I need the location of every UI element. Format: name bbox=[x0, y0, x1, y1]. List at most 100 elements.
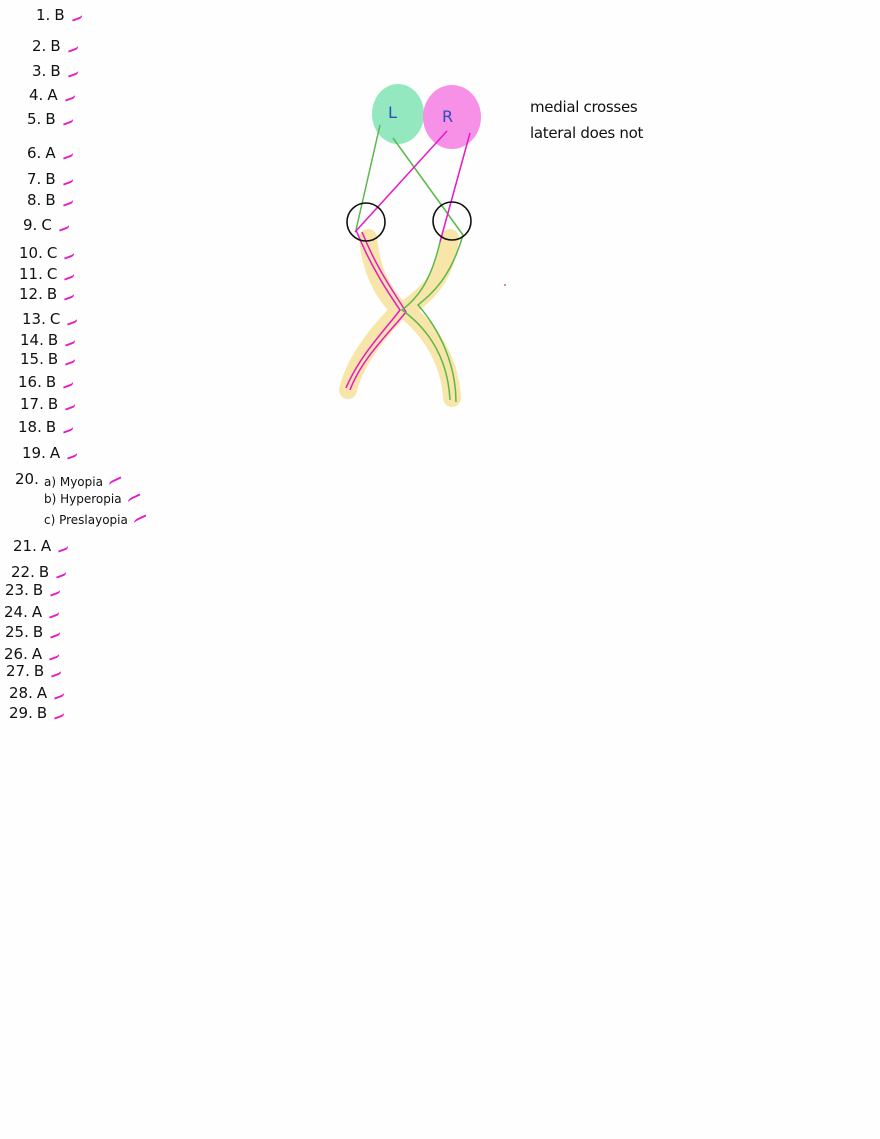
question-number: 17. bbox=[20, 395, 44, 413]
answer-letter: A bbox=[31, 645, 43, 663]
answer-item: 29.B bbox=[9, 704, 66, 722]
question-number: 10. bbox=[19, 244, 43, 262]
answer-letter: B bbox=[33, 662, 45, 680]
subanswer-text: a) Myopia bbox=[44, 475, 103, 489]
answer-letter: A bbox=[40, 537, 52, 555]
answer-item: 9.C bbox=[23, 216, 70, 234]
answer-item: 11.C bbox=[19, 265, 76, 283]
q20-subanswer: b) Hyperopia bbox=[44, 492, 143, 507]
right-eye-blob bbox=[423, 85, 481, 149]
question-number: 23. bbox=[5, 581, 29, 599]
question-number: 26. bbox=[4, 645, 28, 663]
question-number: 15. bbox=[20, 350, 44, 368]
subanswer-text: b) Hyperopia bbox=[44, 492, 122, 506]
visual-fibers bbox=[345, 124, 471, 403]
answer-item: 27.B bbox=[6, 662, 63, 680]
optic-nerve-band bbox=[339, 229, 461, 407]
q20-subanswer: a) Myopia bbox=[44, 475, 124, 490]
left-eye-label: L bbox=[388, 103, 397, 122]
question-number: 2. bbox=[32, 37, 47, 55]
answer-item: 1.B bbox=[36, 6, 83, 24]
answer-letter: B bbox=[32, 581, 44, 599]
answer-item: 26.A bbox=[4, 645, 61, 663]
answer-item: 20. bbox=[15, 472, 43, 487]
answer-item: 6.A bbox=[27, 144, 74, 162]
question-number: 7. bbox=[27, 170, 42, 188]
question-number: 14. bbox=[20, 331, 44, 349]
answer-item: 2.B bbox=[32, 37, 79, 55]
answer-letter: B bbox=[50, 37, 61, 55]
answer-item: 4.A bbox=[29, 86, 76, 104]
answer-letter: A bbox=[31, 603, 43, 621]
answer-item: 3.B bbox=[32, 62, 79, 80]
answer-letter: B bbox=[45, 418, 57, 436]
answer-item: 13.C bbox=[22, 310, 79, 328]
question-number: 12. bbox=[19, 285, 43, 303]
answer-letter: A bbox=[45, 144, 56, 162]
question-number: 9. bbox=[23, 216, 38, 234]
answer-item: 17.B bbox=[20, 395, 77, 413]
q20-subanswer: c) Preslayopia bbox=[44, 513, 149, 528]
left-optic-circle bbox=[346, 202, 386, 242]
answer-item: 15.B bbox=[20, 350, 77, 368]
question-number: 5. bbox=[27, 110, 42, 128]
left-eye-blob bbox=[372, 84, 424, 144]
answer-item: 8.B bbox=[27, 191, 74, 209]
question-number: 27. bbox=[6, 662, 30, 680]
answer-item: 23.B bbox=[5, 581, 62, 599]
answer-letter: B bbox=[47, 395, 59, 413]
answer-letter: C bbox=[49, 310, 61, 328]
question-number: 18. bbox=[18, 418, 42, 436]
question-number: 8. bbox=[27, 191, 42, 209]
answer-letter: A bbox=[49, 444, 61, 462]
answer-item: 7.B bbox=[27, 170, 74, 188]
answer-letter: B bbox=[32, 623, 44, 641]
answer-item: 21.A bbox=[13, 537, 70, 555]
answer-letter: B bbox=[45, 170, 56, 188]
question-number: 25. bbox=[5, 623, 29, 641]
question-number: 20. bbox=[15, 470, 39, 488]
note-line-1: medial crosses bbox=[530, 98, 638, 116]
answer-letter: B bbox=[45, 373, 57, 391]
answer-item: 25.B bbox=[5, 623, 62, 641]
answer-letter: B bbox=[50, 62, 61, 80]
answer-item: 5.B bbox=[27, 110, 74, 128]
question-number: 22. bbox=[11, 563, 35, 581]
answer-letter: B bbox=[54, 6, 65, 24]
answer-letter: B bbox=[45, 191, 56, 209]
question-number: 24. bbox=[4, 603, 28, 621]
answer-item: 16.B bbox=[18, 373, 75, 391]
answer-letter: B bbox=[47, 350, 59, 368]
subanswer-text: c) Preslayopia bbox=[44, 513, 128, 527]
answer-letter: C bbox=[46, 244, 58, 262]
answer-item: 18.B bbox=[18, 418, 75, 436]
answer-letter: B bbox=[46, 285, 58, 303]
question-number: 11. bbox=[19, 265, 43, 283]
question-number: 19. bbox=[22, 444, 46, 462]
question-number: 4. bbox=[29, 86, 44, 104]
answer-letter: C bbox=[41, 216, 52, 234]
answer-item: 28.A bbox=[9, 684, 66, 702]
answer-item: 14.B bbox=[20, 331, 77, 349]
question-number: 29. bbox=[9, 704, 33, 722]
answer-item: 24.A bbox=[4, 603, 61, 621]
question-number: 13. bbox=[22, 310, 46, 328]
answer-letter: B bbox=[47, 331, 59, 349]
answer-letter: A bbox=[47, 86, 58, 104]
note-line-2: lateral does not bbox=[530, 124, 644, 142]
stray-dot bbox=[504, 284, 506, 286]
answer-letter: C bbox=[46, 265, 58, 283]
answer-item: 12.B bbox=[19, 285, 76, 303]
answer-letter: B bbox=[45, 110, 56, 128]
question-number: 16. bbox=[18, 373, 42, 391]
answer-letter: A bbox=[36, 684, 48, 702]
question-number: 3. bbox=[32, 62, 47, 80]
right-optic-circle bbox=[432, 201, 472, 241]
answer-letter: B bbox=[38, 563, 50, 581]
question-number: 6. bbox=[27, 144, 42, 162]
question-number: 28. bbox=[9, 684, 33, 702]
answer-item: 22.B bbox=[11, 563, 68, 581]
answer-item: 10.C bbox=[19, 244, 76, 262]
question-number: 1. bbox=[36, 6, 51, 24]
